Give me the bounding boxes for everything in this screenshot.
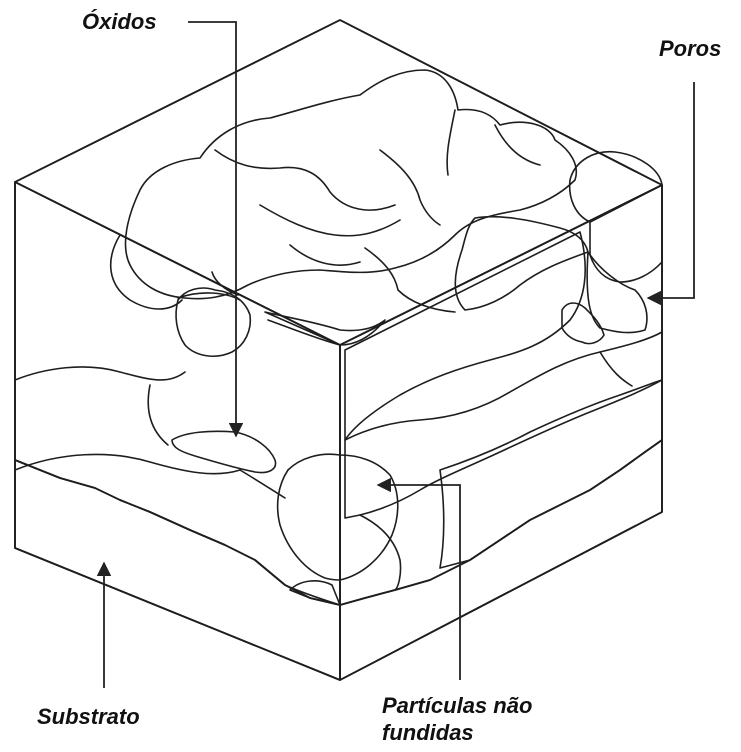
- top-face-base: [14, 19, 663, 346]
- cube-outline: [14, 19, 663, 681]
- side-splat-band-1: [344, 231, 586, 441]
- particle-corner-right: [339, 454, 399, 581]
- substrate: [14, 439, 663, 681]
- particulas-callout-line: [376, 477, 461, 680]
- unmelted-particle-top-right: [568, 151, 663, 223]
- oxidos-callout-line: [188, 21, 244, 438]
- label-particulas-nao-fundidas-line2: fundidas: [382, 720, 474, 745]
- side-splat-band-3: [439, 379, 663, 569]
- small-particle-front: [175, 287, 252, 357]
- unmelted-particle-corner: [276, 453, 399, 606]
- poros-callout-line: [646, 82, 695, 306]
- particle-corner-left: [276, 453, 341, 581]
- top-splat-3: [264, 311, 386, 346]
- side-splat-band-2: [344, 331, 663, 519]
- label-particulas-nao-fundidas-line1: Partículas não: [382, 693, 533, 718]
- unmelted-particle-top-right-side: [589, 184, 663, 283]
- dark-grain-bottom: [289, 580, 341, 606]
- oxide-inclusion-right: [561, 302, 605, 345]
- label-oxidos: Óxidos: [82, 9, 157, 34]
- top-splat-1: [124, 69, 577, 300]
- coating-side-face: [339, 184, 663, 606]
- substrate-side-face: [339, 439, 663, 681]
- label-poros: Poros: [659, 36, 722, 61]
- label-substrato: Substrato: [37, 704, 140, 729]
- substrate-front-face: [14, 459, 341, 681]
- top-splat-2: [454, 215, 589, 311]
- callouts: [96, 21, 695, 688]
- pore-region: [561, 151, 663, 345]
- coating-top-face: [14, 19, 663, 346]
- oxide-inclusion: [171, 430, 277, 474]
